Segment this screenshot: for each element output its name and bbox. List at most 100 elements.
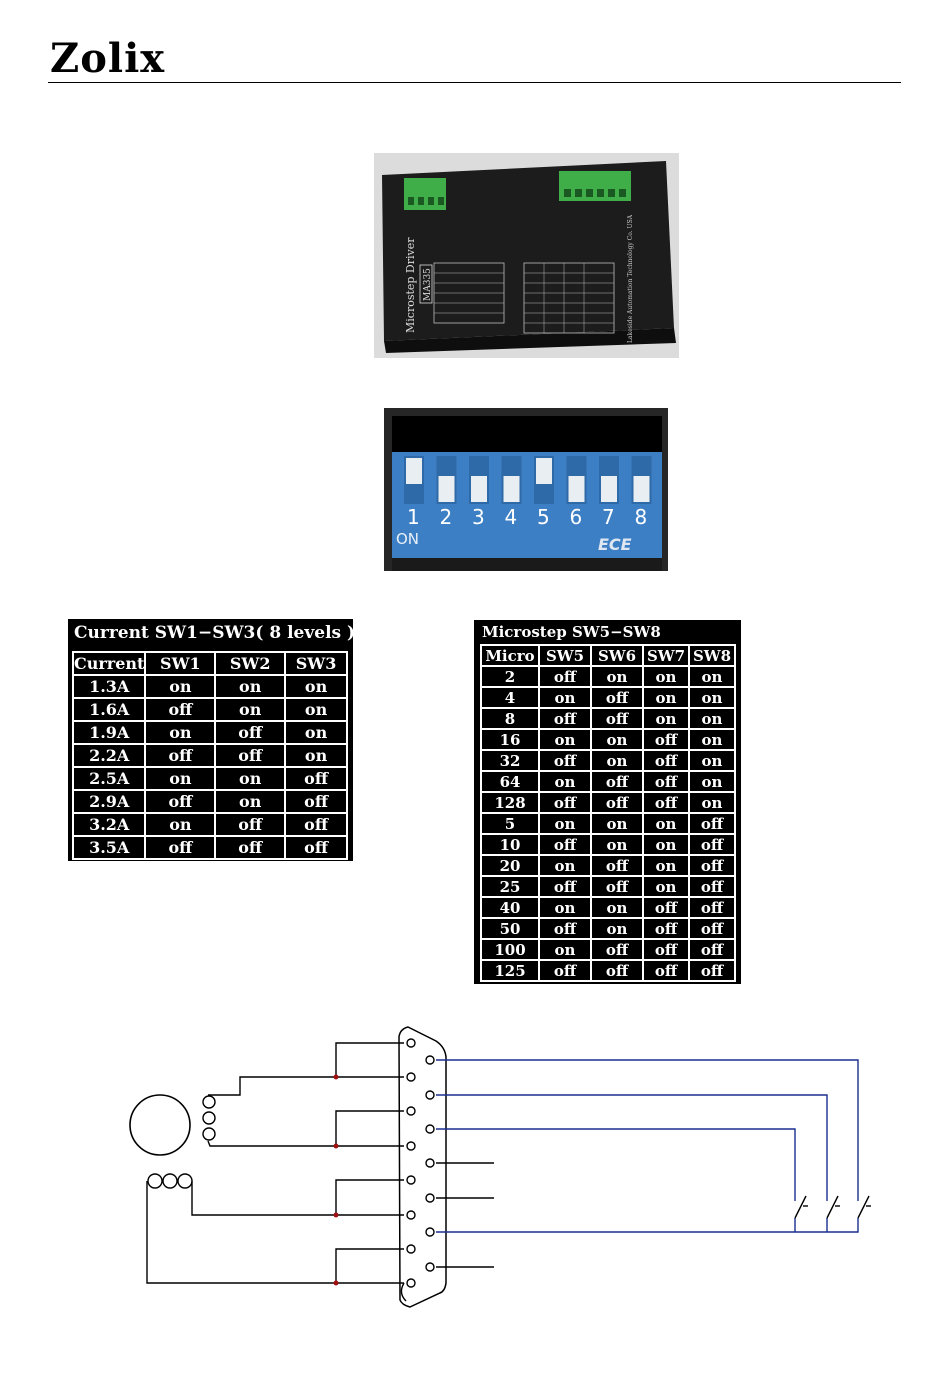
microstep-table-title: Microstep SW5−SW8 [482, 623, 661, 641]
microstep-table-header-cell: SW6 [590, 644, 644, 667]
microstep-table-cell: on [590, 896, 644, 919]
microstep-table-cell: on [642, 875, 690, 898]
connector-pin [406, 1072, 416, 1082]
current-table-cell: off [144, 789, 217, 814]
dip-number-label: 5 [537, 505, 550, 529]
dip-brand-label: ECE [598, 535, 632, 554]
microstep-table-cell: on [688, 791, 736, 814]
microstep-table-cell: on [688, 665, 736, 688]
microstep-table-cell: 5 [480, 812, 540, 835]
microstep-table-cell: off [642, 896, 690, 919]
current-table-cell: off [144, 697, 217, 722]
current-table-cell: off [214, 835, 287, 860]
dip-lever [601, 476, 617, 502]
microstep-table-cell: on [590, 665, 644, 688]
coil-a [202, 1095, 216, 1141]
current-table-cell: 2.5A [71, 766, 147, 791]
current-table-cell: off [284, 766, 348, 791]
microstep-table-cell: off [642, 959, 690, 982]
microstep-table-cell: on [538, 938, 592, 961]
current-table-cell: on [284, 743, 348, 768]
microstep-table-cell: off [642, 728, 690, 751]
current-table-header-cell: SW3 [284, 651, 348, 676]
current-table-cell: 1.9A [71, 720, 147, 745]
current-table-cell: on [144, 812, 217, 837]
dip-on-label: ON [396, 530, 419, 548]
dip-lever [633, 476, 650, 502]
microstep-table-cell: off [688, 896, 736, 919]
microstep-table-cell: 4 [480, 686, 540, 709]
current-table-cell: off [214, 812, 287, 837]
zolix-logo: Zolix [50, 35, 166, 82]
current-table-cell: 3.5A [71, 835, 147, 860]
microstep-table-cell: off [688, 854, 736, 877]
dip-lever [568, 476, 585, 502]
connector-pin [406, 1141, 416, 1151]
microstep-table-cell: off [590, 938, 644, 961]
microstep-table-cell: 8 [480, 707, 540, 730]
limit-switch-symbols [794, 1195, 871, 1219]
connector-pin [425, 1090, 435, 1100]
microstep-table-cell: 16 [480, 728, 540, 751]
left-terminal-block [404, 178, 446, 210]
current-table-cell: on [144, 674, 217, 699]
microstep-table-cell: on [642, 686, 690, 709]
microstep-table-cell: on [590, 812, 644, 835]
dip-number-label: 4 [505, 505, 518, 529]
dip-lever [438, 476, 455, 502]
microstep-table-cell: on [642, 665, 690, 688]
microstep-table-cell: 128 [480, 791, 540, 814]
microstep-table-cell: off [688, 875, 736, 898]
microstep-table-cell: 2 [480, 665, 540, 688]
microstep-table-cell: off [642, 791, 690, 814]
microstep-table-cell: 100 [480, 938, 540, 961]
current-table-cell: off [284, 789, 348, 814]
microstep-table-cell: on [590, 749, 644, 772]
dip-number-label: 3 [472, 505, 485, 529]
microstep-table-cell: on [688, 770, 736, 793]
dip-number-label: 2 [440, 505, 453, 529]
dip-lever [471, 476, 487, 502]
microstep-table-header-cell: Micro [480, 644, 540, 667]
connector-pin [406, 1038, 416, 1048]
microstep-table-cell: 40 [480, 896, 540, 919]
current-table-cell: on [284, 674, 348, 699]
connector-pin [425, 1227, 435, 1237]
current-table-cell: on [284, 697, 348, 722]
microstep-table-cell: off [642, 938, 690, 961]
connector-pin [425, 1158, 435, 1168]
current-table-cell: on [144, 766, 217, 791]
current-table-cell: on [284, 720, 348, 745]
microstep-table-cell: off [688, 917, 736, 940]
microstep-table-cell: on [688, 686, 736, 709]
microstep-table-cell: 64 [480, 770, 540, 793]
microstep-table-cell: 25 [480, 875, 540, 898]
microstep-table-cell: off [538, 665, 592, 688]
microstep-table-cell: off [642, 917, 690, 940]
microstep-table-cell: off [688, 833, 736, 856]
microstep-table-cell: off [538, 791, 592, 814]
connector-pin [406, 1244, 416, 1254]
microstep-table-cell: off [642, 770, 690, 793]
microstep-table-cell: on [538, 854, 592, 877]
microstep-table-cell: off [590, 959, 644, 982]
wiring-diagram [0, 1015, 950, 1315]
microstep-table-cell: on [688, 707, 736, 730]
current-table-cell: on [214, 766, 287, 791]
microstep-table-cell: off [538, 875, 592, 898]
